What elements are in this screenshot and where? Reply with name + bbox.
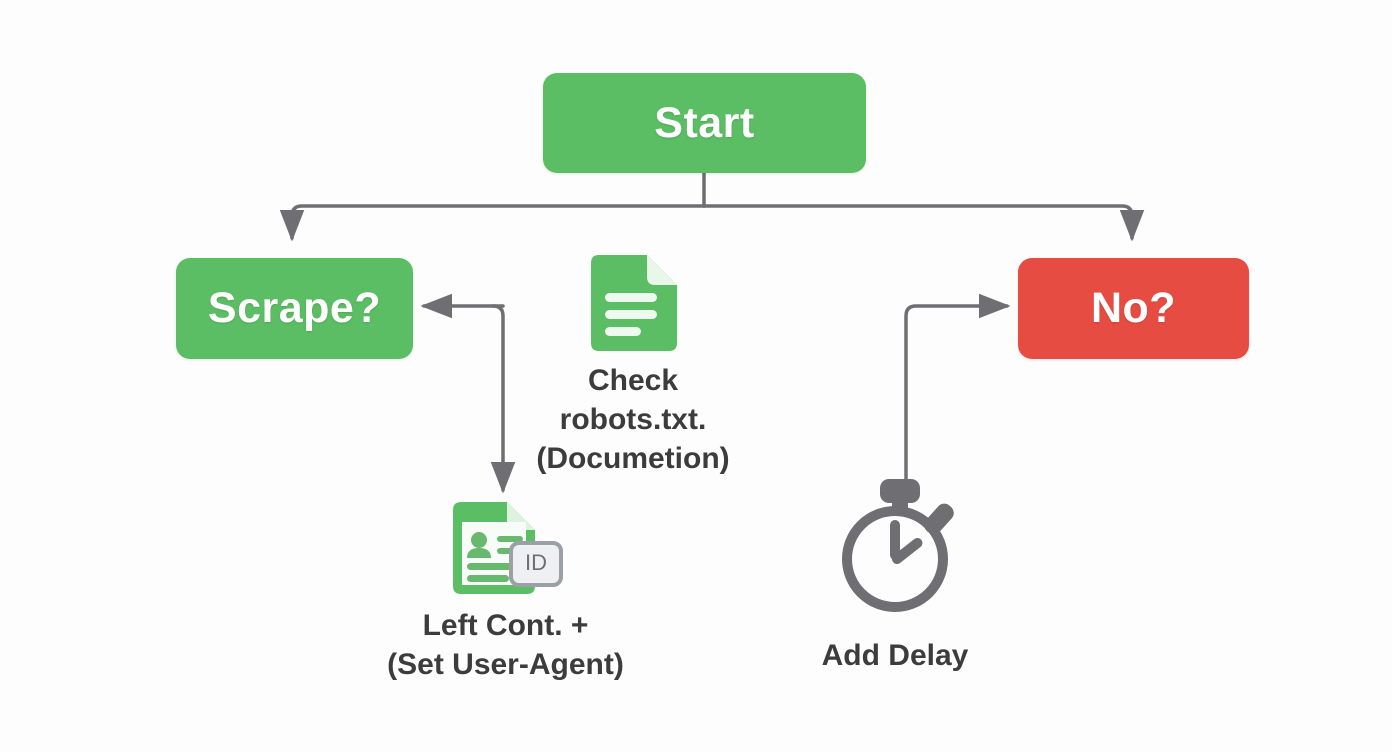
edge-start-to-no — [702, 204, 1145, 242]
edge-delay-to-no — [904, 293, 1011, 488]
icon-node-set-user-agent[interactable]: ID Left Cont. + (Set User-Agent) — [368, 498, 643, 684]
icon-node-check-robots[interactable]: Check robots.txt. (Documetion) — [503, 253, 763, 478]
node-no-label: No? — [1090, 284, 1177, 332]
stopwatch-icon — [824, 476, 966, 616]
icon-node-check-robots-caption: Check robots.txt. (Documetion) — [536, 364, 730, 475]
node-start-label: Start — [654, 98, 755, 147]
id-badge-text: ID — [525, 550, 547, 575]
icon-node-set-user-agent-caption: Left Cont. + (Set User-Agent) — [387, 609, 624, 681]
node-no[interactable]: No? — [1018, 258, 1249, 359]
edge-start-to-scrape — [279, 204, 706, 242]
edge-to-idcard-down — [490, 304, 516, 494]
node-start[interactable]: Start — [543, 73, 866, 173]
id-document-icon: ID — [445, 498, 567, 598]
document-icon — [585, 253, 681, 353]
node-scrape-label: Scrape? — [207, 284, 382, 332]
icon-node-add-delay[interactable]: Add Delay — [795, 476, 995, 675]
icon-node-add-delay-caption: Add Delay — [821, 639, 969, 672]
node-scrape[interactable]: Scrape? — [176, 258, 413, 359]
